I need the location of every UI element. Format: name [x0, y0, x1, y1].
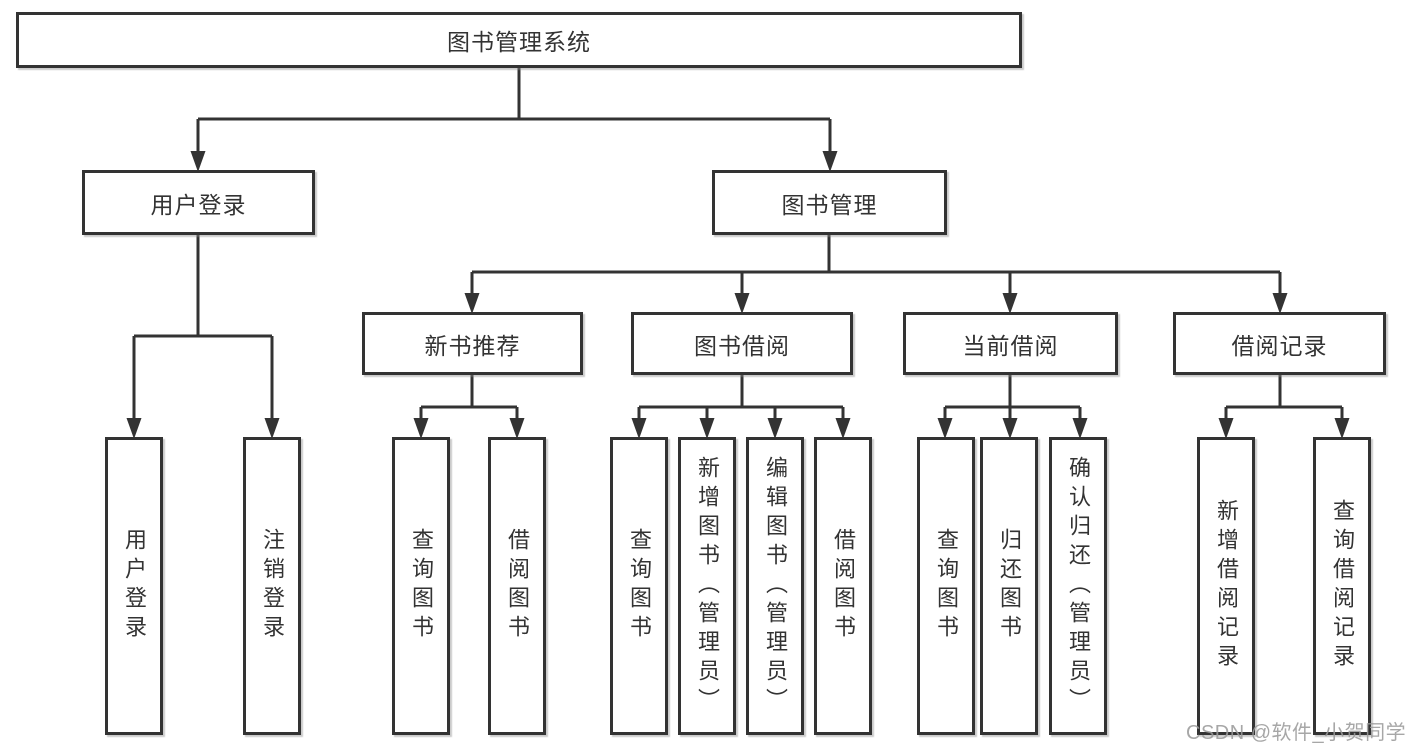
leaf-borrow-books-borrowing: 借阅图书	[814, 437, 872, 735]
leaf-query-books-current: 查询图书	[917, 437, 975, 735]
leaf-add-books-admin: 新增图书（管理员）	[678, 437, 736, 735]
node-book-management-label: 图书管理	[781, 191, 878, 218]
node-root: 图书管理系统	[16, 12, 1022, 68]
node-user-login: 用户登录	[82, 170, 315, 235]
leaf-confirm-return-admin-label: 确认归还（管理员）	[1066, 455, 1091, 717]
node-current-borrowing-label: 当前借阅	[962, 332, 1059, 359]
leaf-logout-label: 注销登录	[260, 528, 285, 644]
leaf-query-books-current-label: 查询图书	[934, 528, 959, 644]
leaf-logout: 注销登录	[243, 437, 301, 735]
leaf-return-books: 归还图书	[980, 437, 1038, 735]
leaf-add-borrow-record: 新增借阅记录	[1197, 437, 1255, 735]
leaf-borrow-books-borrowing-label: 借阅图书	[831, 528, 856, 644]
leaf-query-borrow-record: 查询借阅记录	[1313, 437, 1371, 735]
leaf-query-books-recommend: 查询图书	[392, 437, 450, 735]
leaf-return-books-label: 归还图书	[997, 528, 1022, 644]
leaf-user-login: 用户登录	[105, 437, 163, 735]
node-borrowing-records-label: 借阅记录	[1231, 332, 1328, 359]
node-new-book-recommendation-label: 新书推荐	[424, 332, 521, 359]
leaf-edit-books-admin-label: 编辑图书（管理员）	[763, 455, 788, 717]
leaf-query-books-borrowing-label: 查询图书	[627, 528, 652, 644]
leaf-query-books-recommend-label: 查询图书	[409, 528, 434, 644]
node-book-borrowing: 图书借阅	[631, 312, 853, 375]
node-current-borrowing: 当前借阅	[903, 312, 1118, 375]
leaf-borrow-books-recommend-label: 借阅图书	[505, 528, 530, 644]
leaf-borrow-books-recommend: 借阅图书	[488, 437, 546, 735]
leaf-query-books-borrowing: 查询图书	[610, 437, 668, 735]
leaf-add-borrow-record-label: 新增借阅记录	[1214, 499, 1239, 673]
leaf-user-login-label: 用户登录	[122, 528, 147, 644]
leaf-add-books-admin-label: 新增图书（管理员）	[695, 455, 720, 717]
node-new-book-recommendation: 新书推荐	[362, 312, 583, 375]
leaf-confirm-return-admin: 确认归还（管理员）	[1049, 437, 1107, 735]
leaf-edit-books-admin: 编辑图书（管理员）	[746, 437, 804, 735]
csdn-watermark: CSDN @软件_小贺同学	[1186, 722, 1405, 744]
node-borrowing-records: 借阅记录	[1173, 312, 1386, 375]
node-user-login-label: 用户登录	[150, 191, 247, 218]
leaf-query-borrow-record-label: 查询借阅记录	[1330, 499, 1355, 673]
node-book-borrowing-label: 图书借阅	[694, 332, 790, 359]
node-root-label: 图书管理系统	[447, 29, 591, 55]
node-book-management: 图书管理	[712, 170, 947, 235]
